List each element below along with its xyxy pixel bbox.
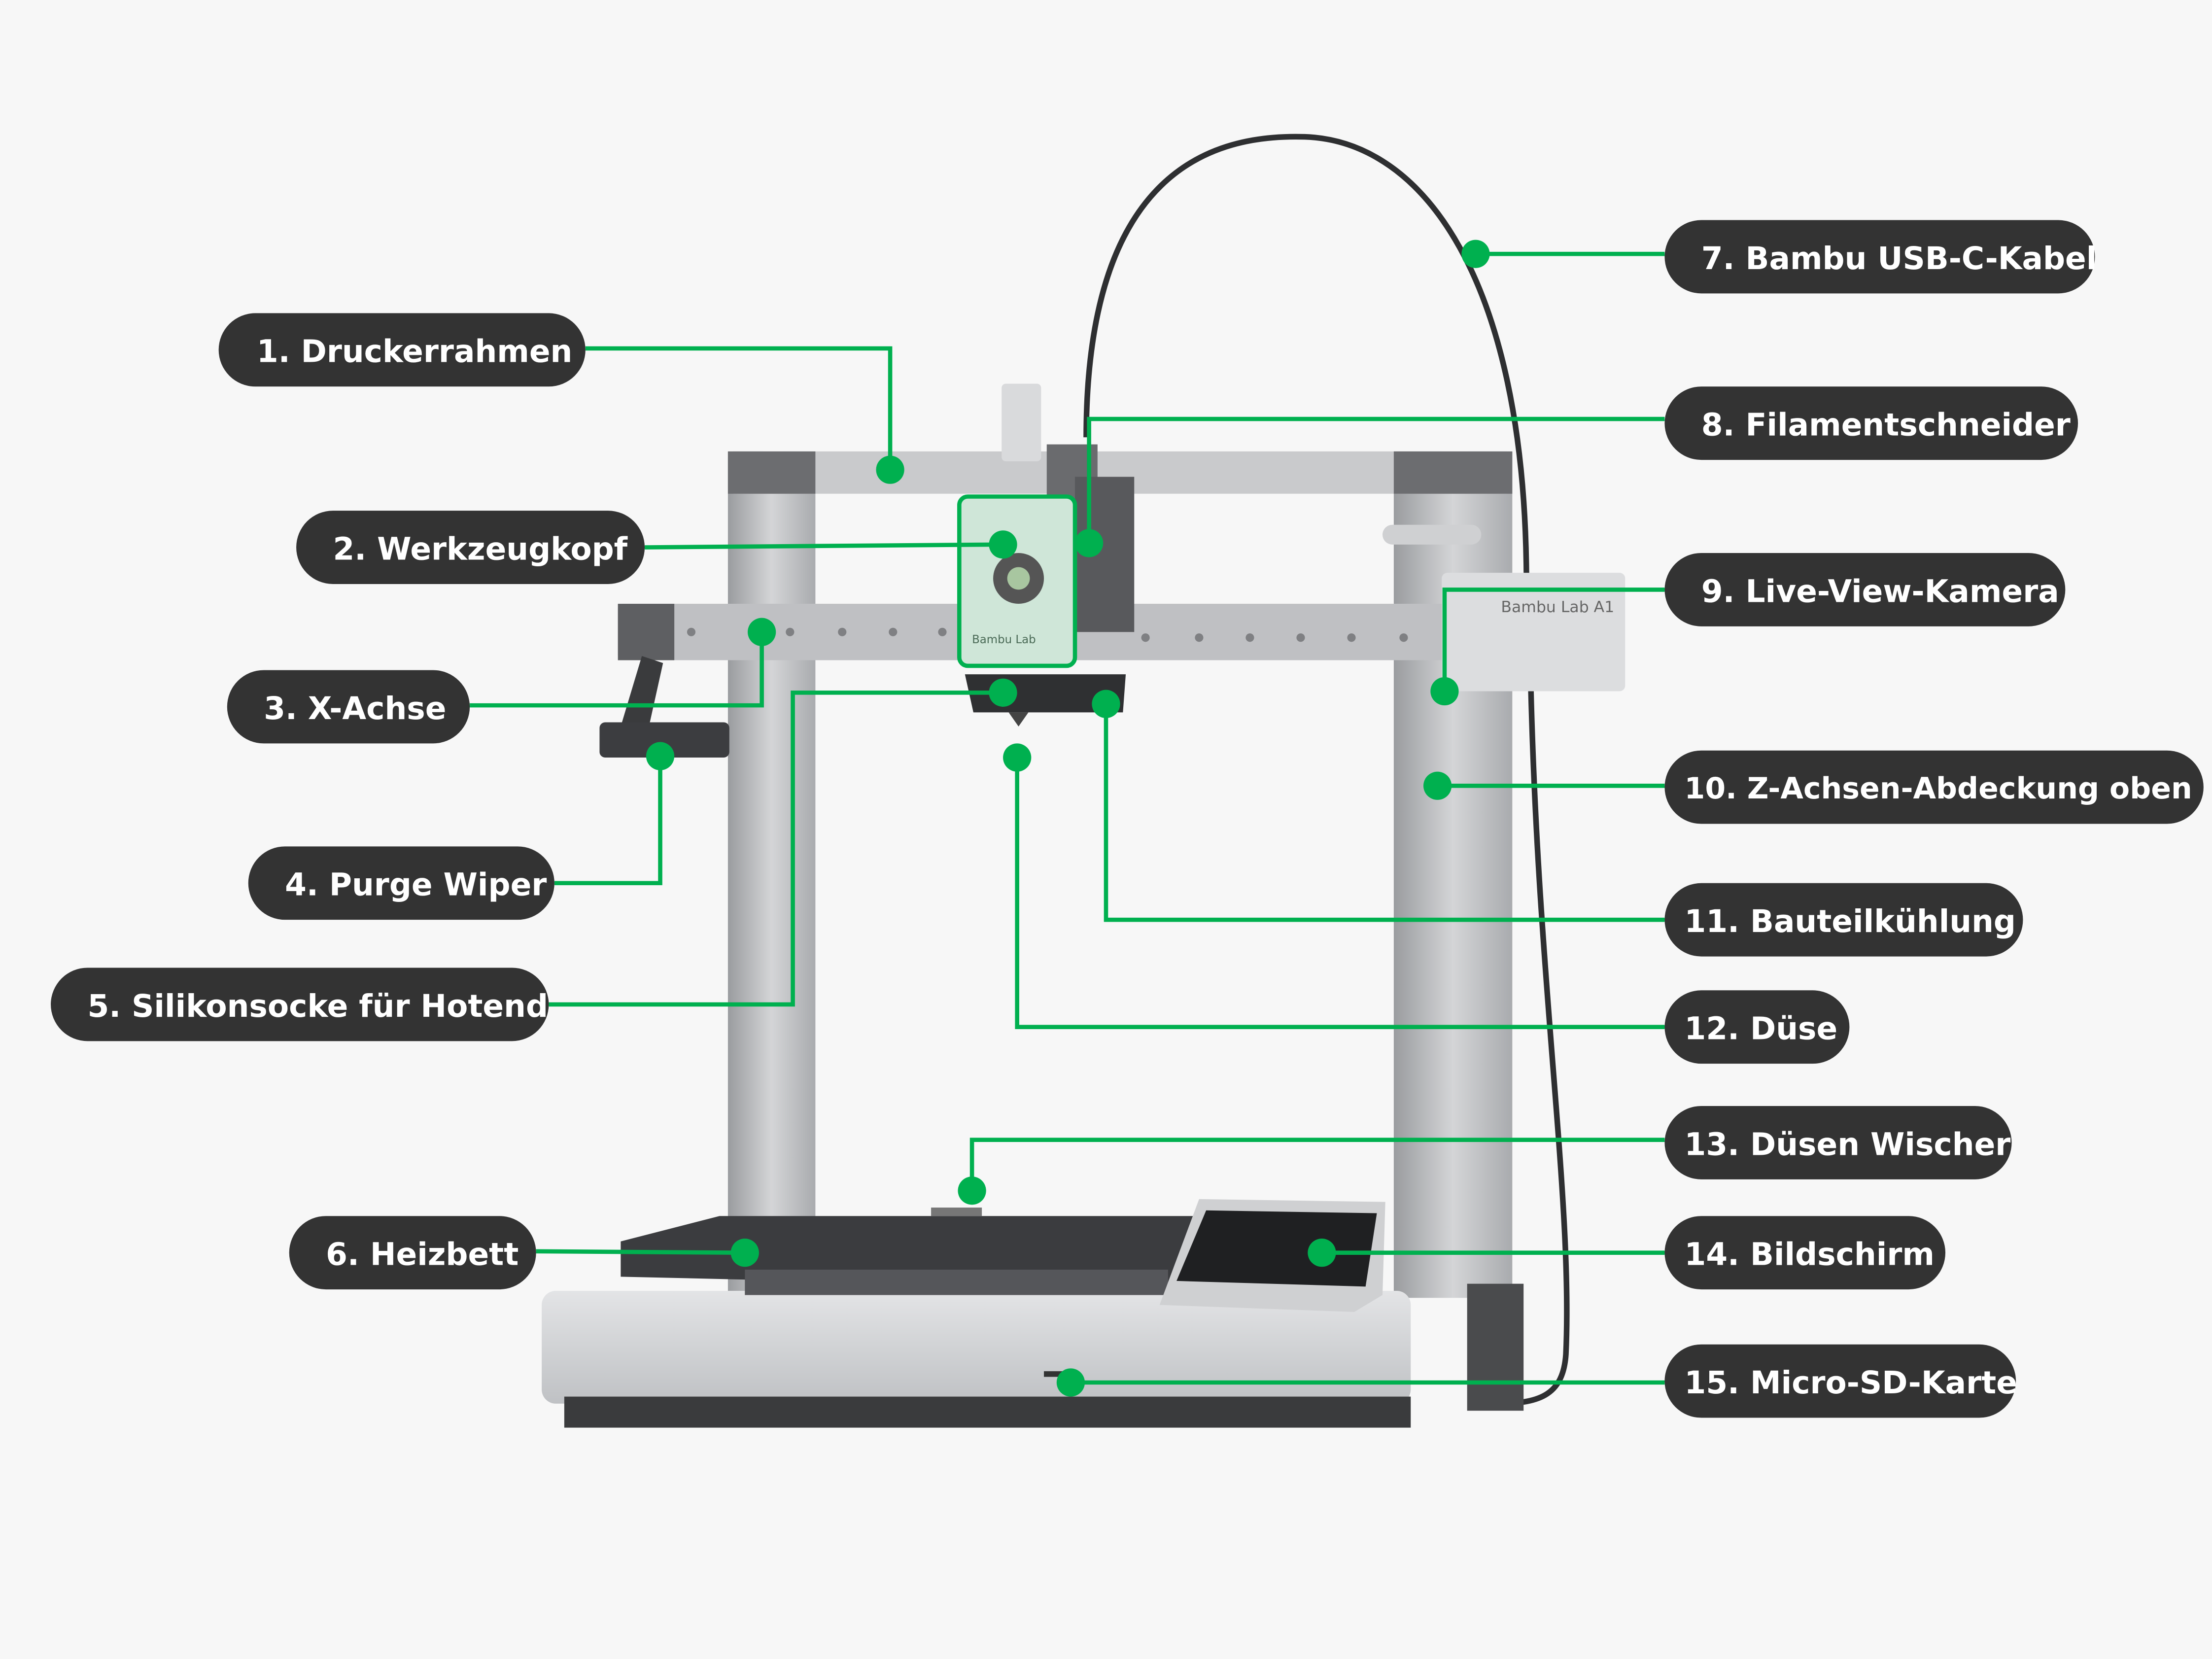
svg-text:8. Filamentschneider: 8. Filamentschneider xyxy=(1701,407,2071,443)
purge-wiper xyxy=(599,722,729,758)
frame-left-upright xyxy=(727,451,816,1298)
leader-lines xyxy=(470,240,1665,1397)
camera-badge: Bambu Lab A1 xyxy=(1501,598,1614,616)
label-1: 1. Druckerrahmen xyxy=(218,313,586,387)
label-9: 9. Live-View-Kamera xyxy=(1664,553,2066,626)
label-4: 4. Purge Wiper xyxy=(248,846,554,920)
frame-top-bar xyxy=(727,451,1513,494)
svg-text:10. Z-Achsen-Abdeckung oben: 10. Z-Achsen-Abdeckung oben xyxy=(1685,771,2192,806)
svg-text:6. Heizbett: 6. Heizbett xyxy=(326,1236,518,1272)
svg-text:14. Bildschirm: 14. Bildschirm xyxy=(1685,1236,1935,1272)
svg-text:11. Bauteilkühlung: 11. Bauteilkühlung xyxy=(1685,903,2016,939)
usb-c-cable xyxy=(1083,134,1570,1407)
svg-text:4. Purge Wiper: 4. Purge Wiper xyxy=(285,866,547,902)
base xyxy=(542,1290,1411,1404)
toolhead-brand: Bambu Lab xyxy=(972,633,1036,646)
label-10: 10. Z-Achsen-Abdeckung oben xyxy=(1664,750,2204,824)
label-11: 11. Bauteilkühlung xyxy=(1664,883,2023,957)
svg-text:12. Düse: 12. Düse xyxy=(1685,1010,1838,1046)
rail-holes xyxy=(687,627,1408,642)
svg-text:13. Düsen Wischer: 13. Düsen Wischer xyxy=(1685,1126,2011,1162)
label-13: 13. Düsen Wischer xyxy=(1664,1106,2012,1179)
camera-housing xyxy=(1442,573,1625,691)
label-8: 8. Filamentschneider xyxy=(1664,386,2078,460)
nozzle xyxy=(1008,712,1029,727)
sd-slot xyxy=(1044,1371,1064,1377)
label-12: 12. Düse xyxy=(1664,990,1850,1064)
svg-text:7. Bambu USB-C-Kabel: 7. Bambu USB-C-Kabel xyxy=(1701,240,2097,276)
label-2: 2. Werkzeugkopf xyxy=(296,511,645,584)
label-3: 3. X-Achse xyxy=(227,670,470,744)
svg-text:3. X-Achse: 3. X-Achse xyxy=(264,690,446,726)
label-6: 6. Heizbett xyxy=(289,1216,536,1290)
nozzle-wiper-strip xyxy=(931,1208,982,1216)
label-15: 15. Micro-SD-Karte xyxy=(1664,1344,2017,1418)
svg-text:15. Micro-SD-Karte: 15. Micro-SD-Karte xyxy=(1685,1365,2017,1401)
svg-text:9. Live-View-Kamera: 9. Live-View-Kamera xyxy=(1701,573,2059,609)
printer-illustration: Bambu Lab A1 Bambu Lab xyxy=(542,134,1625,1428)
label-14: 14. Bildschirm xyxy=(1664,1216,1946,1290)
label-5: 5. Silikonsocke für Hotend xyxy=(51,968,549,1041)
purge-wiper-arm xyxy=(621,656,663,727)
svg-text:2. Werkzeugkopf: 2. Werkzeugkopf xyxy=(333,531,627,567)
svg-text:5. Silikonsocke für Hotend: 5. Silikonsocke für Hotend xyxy=(87,988,548,1024)
label-7: 7. Bambu USB-C-Kabel xyxy=(1664,220,2097,294)
svg-text:1. Druckerrahmen: 1. Druckerrahmen xyxy=(257,333,572,369)
